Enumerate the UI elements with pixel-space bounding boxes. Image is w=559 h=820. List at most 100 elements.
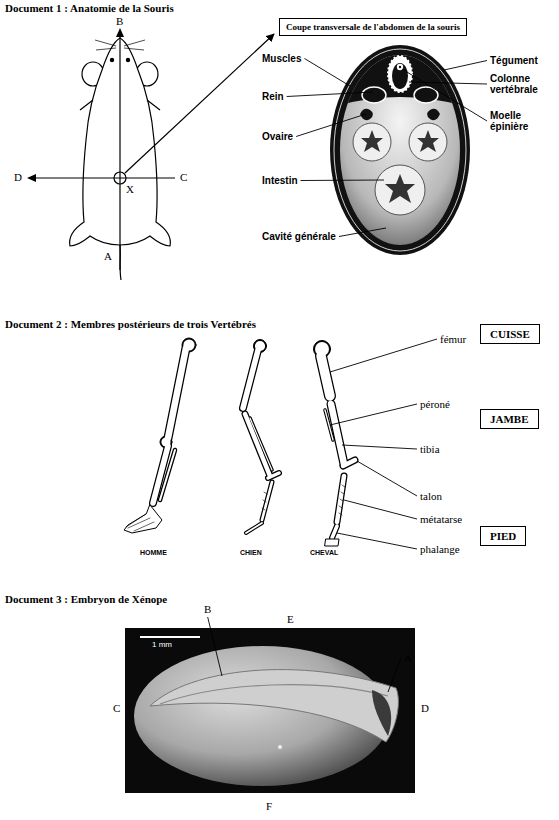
limb-bones	[124, 338, 355, 546]
tibia	[245, 414, 270, 476]
skin-boundary	[334, 49, 466, 251]
femur	[168, 348, 186, 438]
part-label: Moelle épinière	[490, 110, 554, 132]
leader-line	[444, 61, 487, 71]
scale-label: 1 mm	[152, 640, 172, 649]
fibula	[250, 418, 272, 470]
axis-line	[34, 177, 175, 178]
intestine-loop	[409, 123, 447, 161]
leader-line	[287, 92, 373, 97]
speck	[278, 745, 282, 749]
leader-line	[304, 59, 350, 87]
point-letter: F	[266, 800, 272, 812]
lumen	[417, 130, 439, 152]
neural-fold	[150, 670, 398, 742]
section-heading: Document 1 : Anatomie de la Souris	[5, 2, 174, 14]
arrow-head	[116, 28, 124, 37]
leader-line	[208, 617, 222, 676]
part-label: Intestin	[262, 175, 298, 186]
point-letter: B	[204, 603, 211, 615]
hatching	[262, 485, 345, 515]
section-point	[114, 172, 126, 184]
tibia	[331, 404, 344, 464]
bone-outline	[153, 338, 355, 538]
hoof	[325, 539, 339, 546]
bone-fill	[153, 339, 355, 538]
fibula	[160, 450, 175, 500]
bone-label: tibia	[420, 443, 440, 455]
bone-label: métatarse	[420, 513, 462, 525]
phalanx	[332, 526, 337, 538]
leader-line	[330, 339, 437, 372]
mouse-eye	[110, 58, 113, 61]
leader-line	[342, 445, 417, 449]
section-heading: Document 3 : Embryon de Xénope	[5, 593, 167, 605]
phalanx	[332, 526, 337, 538]
leader-line	[409, 82, 487, 84]
leader-line	[296, 114, 366, 137]
cross-section	[330, 45, 470, 255]
box-text: CUISSE	[490, 328, 530, 340]
bone-label: phalange	[420, 543, 460, 555]
point-letter: C	[113, 702, 120, 714]
leader-line	[301, 180, 384, 182]
femur	[243, 350, 258, 408]
axes	[27, 28, 274, 270]
foot-bones	[126, 514, 154, 531]
fibula	[250, 418, 272, 470]
vertebra	[388, 56, 412, 92]
kidney	[414, 87, 438, 103]
box-text: Coupe transversale de l'abdomen de la so…	[286, 22, 460, 32]
intestine-loop	[353, 123, 391, 161]
point-letter: E	[287, 613, 294, 625]
part-label: Muscles	[262, 53, 301, 64]
leader-line	[357, 461, 417, 496]
metatarsus	[262, 482, 272, 520]
region-box: PIED	[480, 526, 526, 546]
lumen	[385, 174, 415, 203]
neural-groove	[160, 685, 388, 704]
tibia	[153, 446, 168, 503]
bone-label: fémur	[440, 333, 466, 345]
region-box: CUISSE	[480, 324, 540, 344]
box-text: JAMBE	[490, 413, 529, 425]
tegument-layer	[330, 45, 470, 255]
axis-line	[119, 34, 120, 270]
femur	[321, 356, 330, 396]
leader-line	[388, 658, 401, 692]
point-letter: X	[126, 183, 134, 195]
arrow-head	[27, 174, 36, 182]
axis-letter: A	[104, 250, 112, 262]
ovary	[360, 109, 373, 121]
phalanx	[246, 523, 262, 533]
axis-letter: B	[116, 15, 123, 27]
femur	[243, 350, 258, 408]
embryo-photo	[125, 628, 415, 793]
part-label: Ovaire	[262, 131, 293, 142]
scale-bar	[140, 636, 200, 638]
bone-label: talon	[420, 490, 442, 502]
leader-line	[337, 533, 417, 549]
leader-lines	[208, 59, 487, 693]
femur	[321, 356, 330, 396]
point-letter: A	[404, 652, 412, 664]
blastopore-region	[372, 690, 391, 736]
kidney	[362, 87, 386, 103]
heel	[268, 473, 279, 478]
leader-line	[330, 404, 417, 425]
tibia	[245, 414, 270, 476]
box-text: PIED	[490, 530, 516, 542]
mouse-eye	[126, 58, 129, 61]
species-label: CHIEN	[240, 549, 262, 556]
phalanx	[246, 523, 262, 533]
part-label: Cavité générale	[262, 231, 336, 242]
ovary	[427, 109, 440, 121]
part-label: Rein	[262, 91, 284, 102]
spinal-canal	[399, 66, 401, 68]
heel	[343, 460, 355, 466]
species-label: HOMME	[140, 549, 167, 556]
lumen	[361, 130, 383, 152]
bone-label: péroné	[420, 398, 450, 410]
axis-letter: D	[14, 171, 22, 183]
